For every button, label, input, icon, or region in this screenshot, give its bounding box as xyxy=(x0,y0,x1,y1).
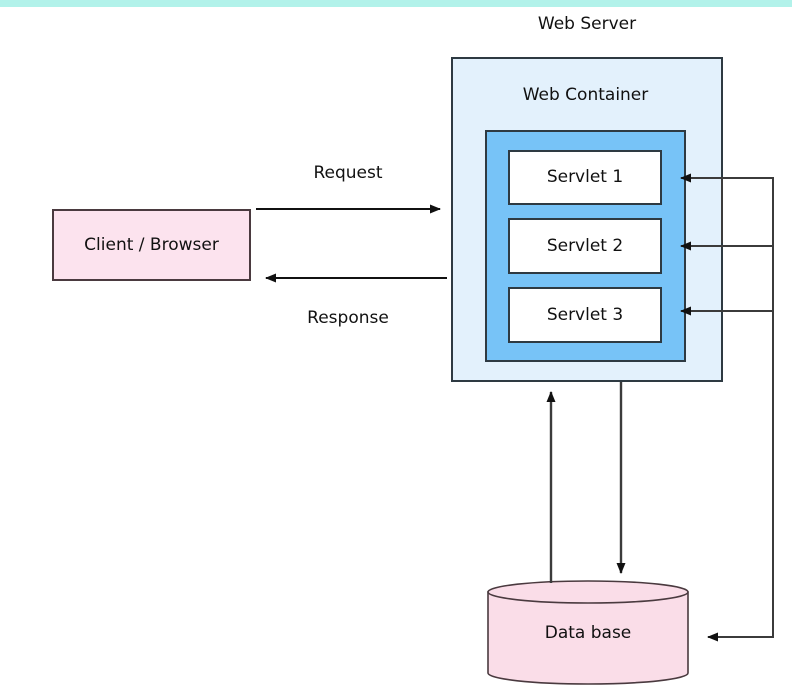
servlet-to-database-path xyxy=(707,177,774,642)
database-cylinder[interactable] xyxy=(487,580,689,685)
servlet-3-box[interactable] xyxy=(508,287,662,343)
client-browser-box[interactable] xyxy=(52,209,251,281)
servlet-2-box[interactable] xyxy=(508,218,662,274)
top-accent-strip xyxy=(0,0,792,7)
servlet-1-box[interactable] xyxy=(508,150,662,205)
